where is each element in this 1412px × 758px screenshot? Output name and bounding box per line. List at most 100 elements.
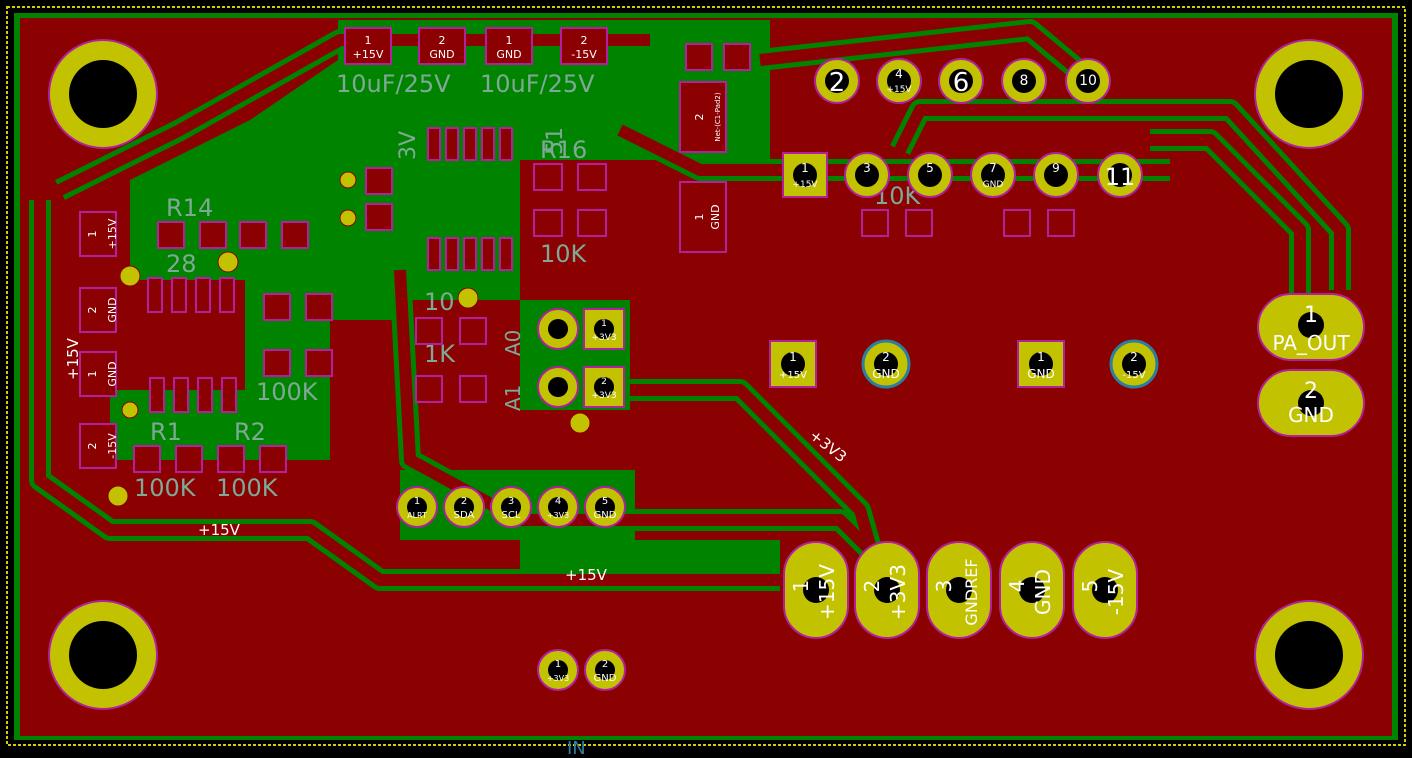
svg-text:11: 11: [1105, 163, 1136, 191]
svg-text:2: 2: [86, 307, 99, 314]
i2c-pin-4: 4+3V3: [537, 486, 579, 528]
svg-text:GND: GND: [106, 297, 119, 322]
svg-text:1: 1: [1304, 303, 1318, 328]
silk-footer: IN: [567, 738, 586, 758]
smd-pads: [133, 43, 1075, 473]
silk-r3-value: 100K: [256, 378, 319, 406]
svg-text:2: 2: [601, 377, 607, 387]
svg-text:2: 2: [882, 350, 890, 364]
sensor-pin-2: 2 +3V3: [583, 366, 625, 408]
header-pin-1: 1 +15V: [782, 152, 828, 198]
silk-r2-value: 100K: [216, 474, 279, 502]
pad-left-1: 1 +15V: [79, 211, 119, 257]
svg-text:7: 7: [989, 161, 997, 175]
svg-text:10: 10: [1079, 73, 1097, 89]
svg-text:GND: GND: [594, 673, 617, 684]
power-pin-number: 4: [1005, 580, 1029, 593]
svg-text:SDA: SDA: [454, 510, 475, 521]
svg-text:2: 2: [439, 34, 446, 47]
svg-text:1: 1: [365, 34, 372, 47]
svg-text:2: 2: [86, 443, 99, 450]
power-pin-number: 2: [860, 580, 884, 593]
svg-text:2: 2: [461, 496, 467, 507]
svg-text:+15V: +15V: [886, 85, 912, 95]
svg-text:5: 5: [602, 496, 608, 507]
pad-left-4: 2 -15V: [79, 423, 119, 469]
header-pin-3: 3: [844, 152, 890, 198]
power-pin-number: 3: [932, 580, 956, 593]
silk-r14-value: 28: [166, 250, 197, 278]
svg-text:5: 5: [926, 161, 934, 175]
power-pin-net: +3V3: [886, 564, 910, 620]
silkscreen: 10uF/25V 10uF/25V R16 10K R14 28 R1 R2 1…: [134, 70, 922, 758]
net-label-p15-1: +15V: [198, 521, 241, 539]
header-pin-10: 10: [1065, 58, 1111, 104]
net-label-p15-2: +15V: [565, 566, 608, 584]
svg-text:+15V: +15V: [792, 180, 818, 190]
svg-text:-15V: -15V: [571, 48, 597, 61]
svg-text:3: 3: [863, 161, 871, 175]
board-edge: [6, 6, 1406, 746]
silk-r16-ref: R16: [540, 136, 587, 164]
mounting-hole: [48, 600, 158, 710]
svg-text:1: 1: [801, 161, 809, 175]
power-pin-1: 1+15V: [783, 541, 849, 639]
svg-text:1: 1: [86, 231, 99, 238]
svg-text:1: 1: [506, 34, 513, 47]
svg-text:8: 8: [1020, 73, 1029, 89]
svg-text:6: 6: [953, 68, 970, 98]
mid-pin-1: 1+15V: [769, 340, 817, 388]
power-pin-5: 5-15V: [1072, 541, 1138, 639]
power-pin-net: GND: [1031, 569, 1055, 615]
svg-text:+15V: +15V: [779, 370, 807, 381]
svg-text:GND: GND: [1027, 367, 1055, 381]
mounting-hole: [1254, 39, 1364, 149]
svg-text:+3V3: +3V3: [591, 333, 616, 343]
header-pin-6: 6: [938, 58, 984, 104]
silk-51: 51: [543, 127, 568, 155]
silk-r16-value: 10K: [540, 240, 588, 268]
svg-text:+15V: +15V: [106, 218, 119, 249]
svg-text:PA_OUT: PA_OUT: [1272, 331, 1350, 355]
svg-text:1: 1: [693, 214, 706, 221]
silk-r1-ref: R1: [150, 418, 182, 446]
svg-text:ALRT: ALRT: [407, 511, 427, 520]
svg-text:2: 2: [693, 114, 706, 121]
svg-text:-15V: -15V: [106, 433, 119, 459]
pad-left-2: 2 GND: [79, 287, 119, 333]
svg-text:2: 2: [1130, 350, 1138, 364]
svg-text:GND: GND: [983, 180, 1004, 190]
pa-pin-1: 1PA_OUT: [1257, 293, 1365, 361]
svg-text:-15V: -15V: [1122, 370, 1145, 381]
header-pin-2: 2: [814, 58, 860, 104]
svg-text:2: 2: [1304, 379, 1318, 404]
svg-text:4: 4: [555, 496, 561, 507]
sensor-pin-1: 1+3V3: [583, 308, 625, 350]
silk-a1: A1: [501, 385, 525, 411]
svg-text:+3V3: +3V3: [591, 391, 616, 401]
svg-text:GND: GND: [106, 361, 119, 386]
header-pin-11: 11: [1097, 152, 1143, 198]
svg-text:+15V: +15V: [353, 48, 384, 61]
svg-text:GND: GND: [1288, 403, 1334, 427]
